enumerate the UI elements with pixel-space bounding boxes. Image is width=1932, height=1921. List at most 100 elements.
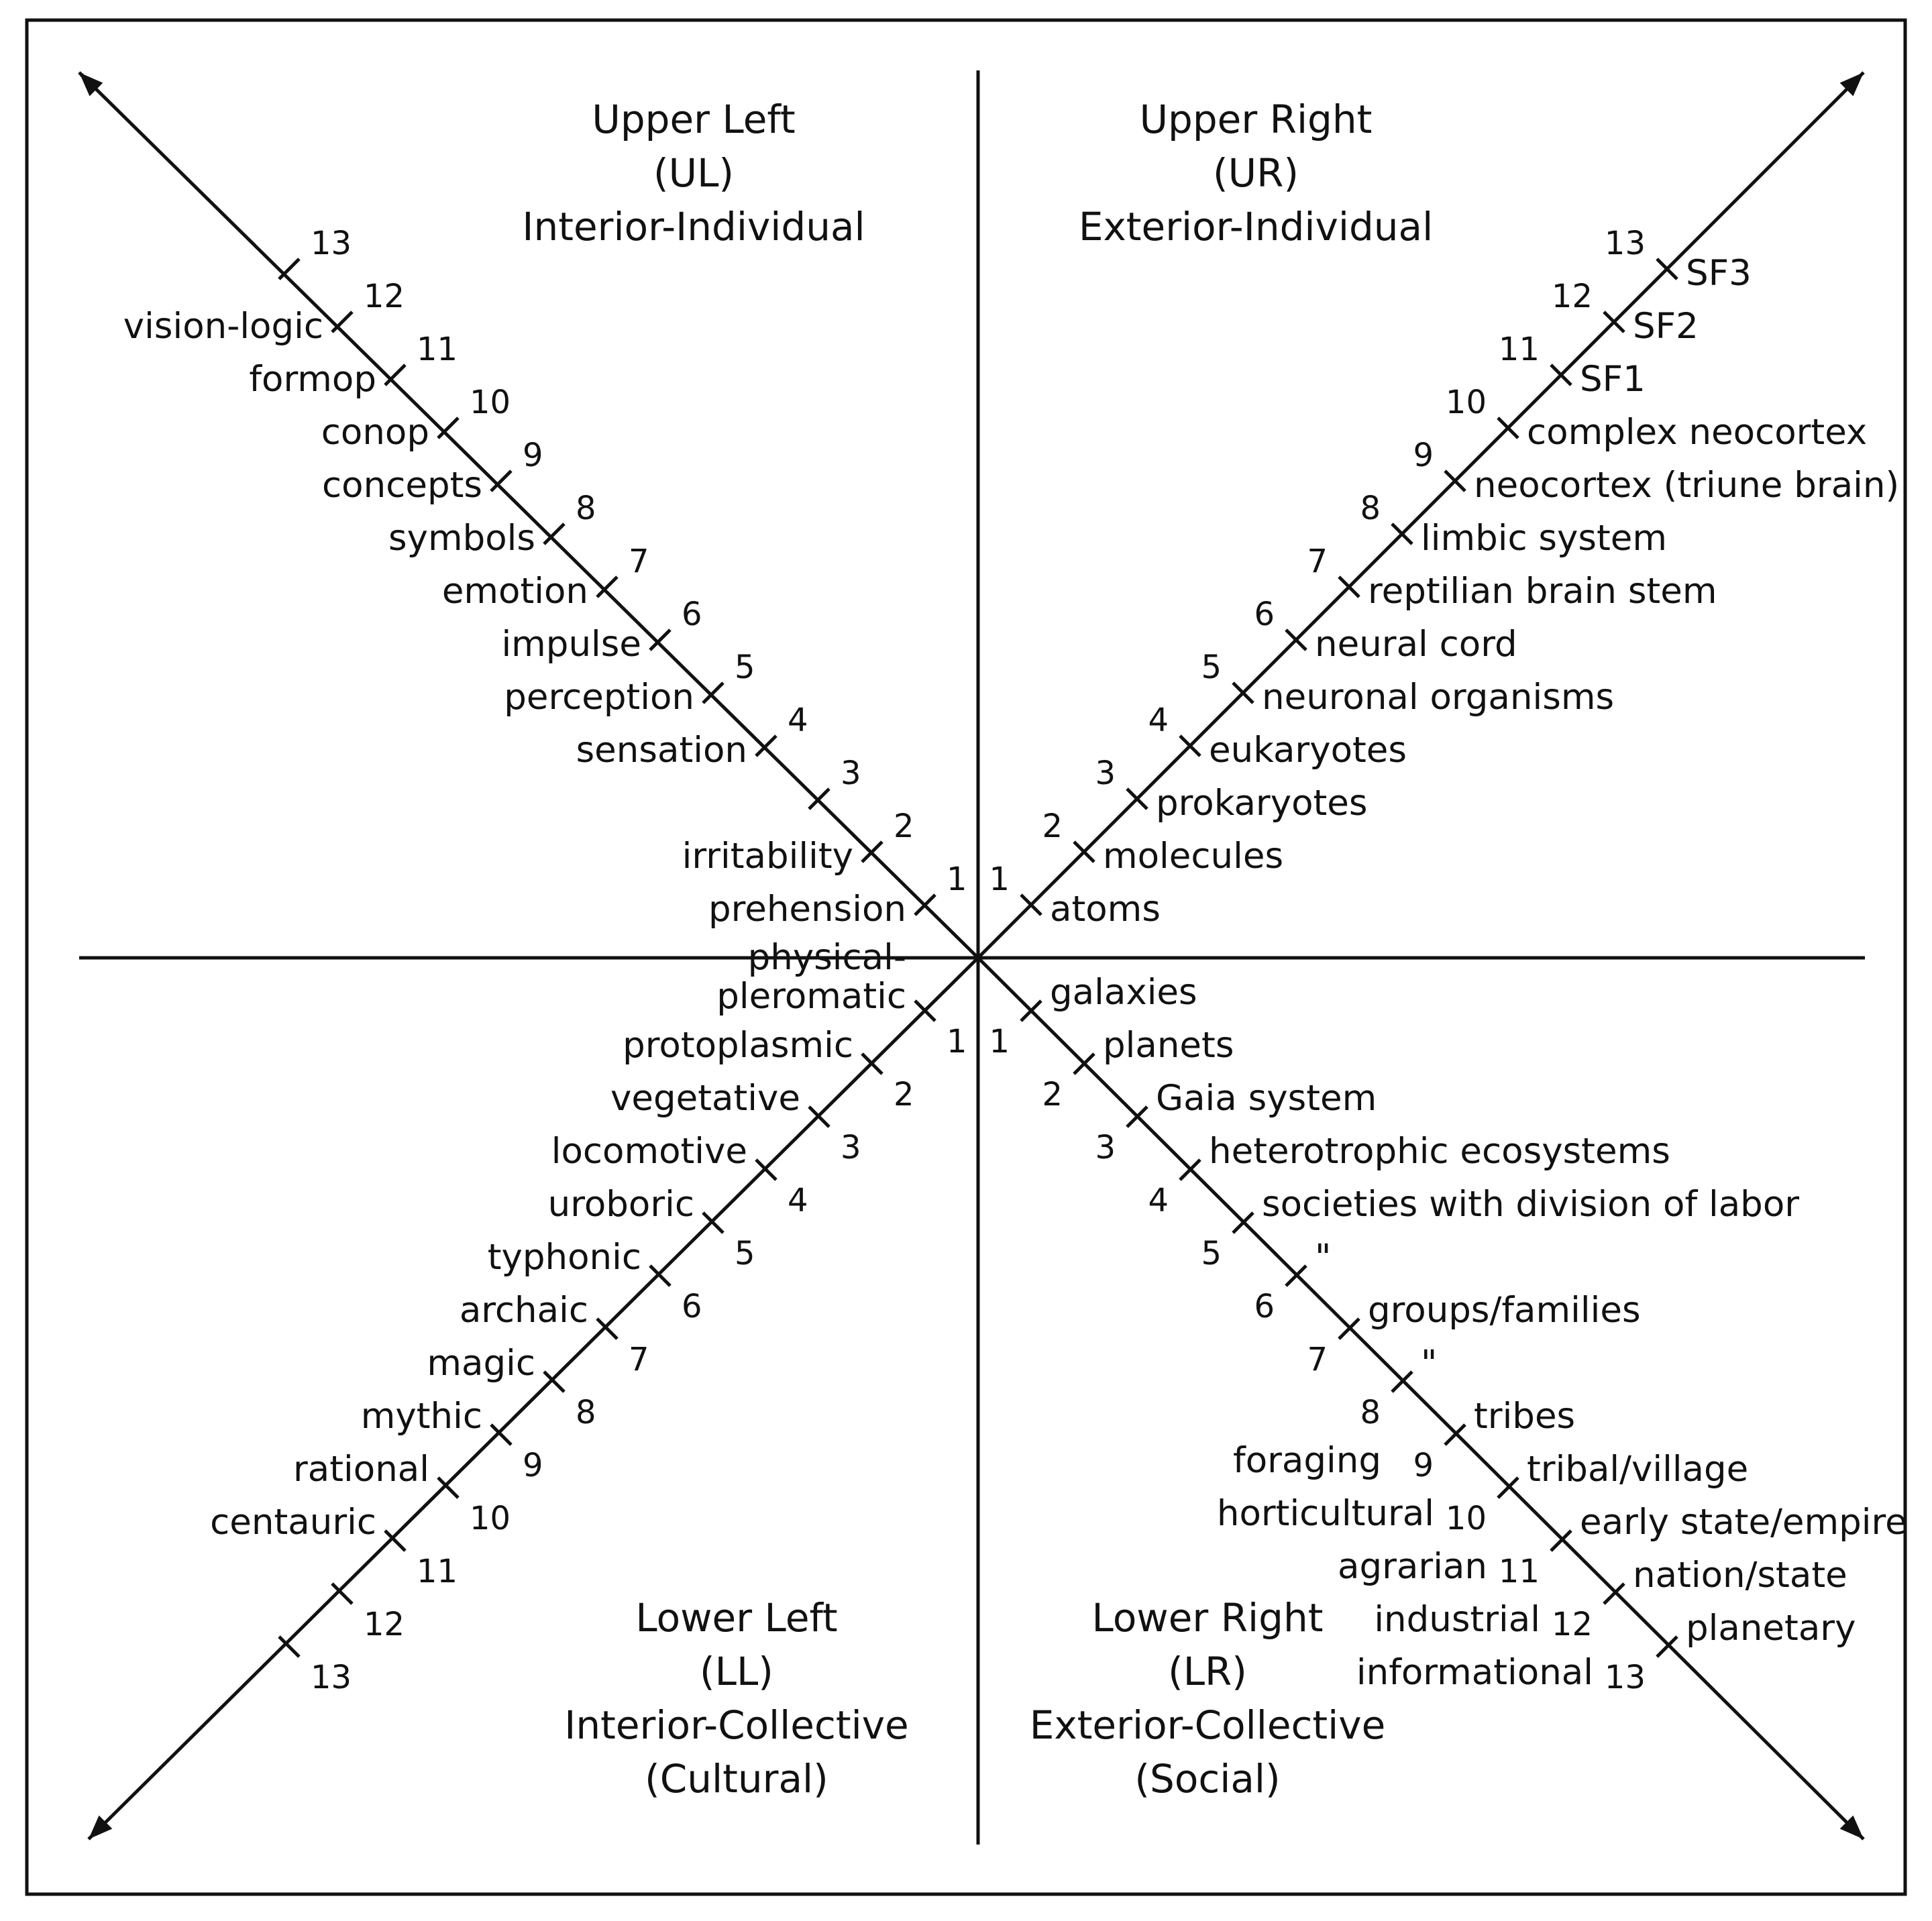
- ur-number-7: 7: [1307, 543, 1328, 580]
- lr-label-4: heterotrophic ecosystems: [1209, 1131, 1670, 1172]
- lr-tick-10: [1497, 1476, 1519, 1499]
- ul-tick-1: [914, 893, 936, 916]
- ur-number-5: 5: [1201, 649, 1222, 686]
- ur-title: Upper Right: [1140, 97, 1373, 142]
- ur-label-5: neuronal organisms: [1262, 677, 1614, 718]
- ur-label-6: neural cord: [1315, 624, 1517, 665]
- lr-tick-1: [1020, 999, 1042, 1022]
- ul-number-12: 12: [364, 278, 405, 315]
- lr-description: Exterior-Collective: [1030, 1702, 1386, 1748]
- ur-quadrant-title: Upper Right (UR) Exterior-Individual: [1079, 97, 1433, 250]
- ll-arrowhead: [89, 1815, 113, 1839]
- lr-label-7: groups/families: [1368, 1290, 1641, 1331]
- ll-tick-5: [702, 1211, 724, 1234]
- ur-label-1: atoms: [1050, 889, 1161, 930]
- lr-title: Lower Right: [1092, 1595, 1324, 1641]
- ur-tick-6: [1285, 628, 1307, 651]
- ll-number-4: 4: [788, 1182, 808, 1219]
- ul-tick-7: [596, 575, 619, 598]
- ll-number-12: 12: [364, 1606, 405, 1643]
- ul-label-12: vision-logic: [123, 306, 323, 347]
- lr-label-6: ": [1315, 1237, 1331, 1278]
- lr-number-6: 6: [1254, 1288, 1275, 1325]
- ul-number-3: 3: [841, 755, 861, 792]
- lr-tick-12: [1603, 1582, 1625, 1605]
- ur-tick-11: [1550, 364, 1572, 386]
- ll-label-2: protoplasmic: [623, 1025, 853, 1066]
- ll-tick-13: [278, 1635, 301, 1658]
- ul-tick-11: [384, 364, 407, 386]
- lr-number-3: 3: [1095, 1129, 1116, 1166]
- ul-tick-4: [755, 734, 777, 757]
- ur-tick-3: [1126, 787, 1148, 810]
- ul-number-10: 10: [470, 384, 511, 421]
- ur-tick-5: [1232, 681, 1254, 704]
- ur-arrowhead: [1839, 72, 1864, 97]
- ur-number-4: 4: [1148, 702, 1169, 739]
- lr-tick-6: [1285, 1264, 1307, 1287]
- lr-mode-10: horticultural: [1217, 1493, 1434, 1534]
- lr-number-1: 1: [989, 1023, 1010, 1060]
- ll-quadrant-title: Lower Left (LL) Interior-Collective (Cul…: [564, 1595, 908, 1802]
- lr-label-10: tribal/village: [1527, 1449, 1748, 1490]
- lr-number-13: 13: [1605, 1659, 1646, 1696]
- ll-label-11: centauric: [210, 1502, 376, 1543]
- ur-number-1: 1: [989, 861, 1010, 898]
- ur-label-12: SF2: [1633, 306, 1699, 347]
- lr-label-13: planetary: [1686, 1608, 1856, 1649]
- ul-number-11: 11: [417, 331, 458, 368]
- ul-label-1: prehension: [708, 889, 906, 930]
- ll-tick-8: [543, 1370, 566, 1393]
- ur-tick-2: [1073, 840, 1095, 863]
- lr-tick-11: [1550, 1529, 1572, 1552]
- ul-tick-5: [702, 681, 724, 704]
- ll-number-13: 13: [311, 1659, 352, 1696]
- ll-tick-3: [808, 1105, 830, 1128]
- ul-number-4: 4: [788, 702, 808, 739]
- ul-label-2: irritability: [682, 836, 853, 877]
- ll-number-10: 10: [470, 1500, 511, 1537]
- ll-label-10: rational: [293, 1449, 429, 1490]
- ll-number-11: 11: [417, 1553, 458, 1590]
- lr-tick-8: [1391, 1370, 1413, 1393]
- ur-tick-8: [1391, 523, 1413, 545]
- ul-tick-12: [331, 311, 354, 333]
- arrowheads: [79, 72, 1864, 1839]
- ll-label-4: locomotive: [551, 1131, 747, 1172]
- ur-tick-1: [1020, 893, 1042, 916]
- ul-label-5: perception: [504, 677, 694, 718]
- ll-tick-12: [331, 1582, 354, 1605]
- ll-label-5: uroboric: [548, 1184, 694, 1225]
- lr-tick-7: [1338, 1317, 1360, 1340]
- ul-title: Upper Left: [592, 97, 795, 142]
- ul-number-1: 1: [947, 861, 967, 898]
- ur-label-4: eukaryotes: [1209, 730, 1407, 771]
- ll-number-7: 7: [629, 1341, 649, 1378]
- lr-arrowhead: [1839, 1815, 1864, 1839]
- lr-tick-13: [1656, 1635, 1678, 1658]
- ll-tick-4: [755, 1158, 777, 1181]
- ul-label-9: concepts: [322, 465, 482, 506]
- ul-tick-13: [278, 258, 301, 280]
- ur-tick-12: [1603, 311, 1625, 333]
- ll-description: Interior-Collective: [564, 1702, 908, 1748]
- lr-mode-12: industrial: [1374, 1599, 1540, 1640]
- ul-tick-6: [649, 628, 672, 651]
- lr-number-10: 10: [1446, 1500, 1487, 1537]
- ll-diagonal-arrow: [87, 956, 979, 1841]
- lr-number-8: 8: [1360, 1394, 1381, 1431]
- ll-tick-1: [914, 999, 936, 1022]
- lr-tick-5: [1232, 1211, 1254, 1234]
- ur-description: Exterior-Individual: [1079, 204, 1433, 250]
- ul-label-7: emotion: [442, 571, 588, 612]
- lr-abbr: (LR): [1168, 1649, 1247, 1694]
- lr-label-11: early state/empire: [1580, 1502, 1907, 1543]
- lr-label-5: societies with division of labor: [1262, 1184, 1799, 1225]
- lr-mode-11: agrarian: [1338, 1546, 1487, 1587]
- lr-tick-9: [1444, 1423, 1466, 1446]
- ur-label-13: SF3: [1686, 253, 1752, 294]
- ul-number-7: 7: [629, 543, 649, 580]
- ul-quadrant-title: Upper Left (UL) Interior-Individual: [522, 97, 865, 250]
- ur-number-13: 13: [1605, 225, 1646, 262]
- ur-number-2: 2: [1042, 808, 1063, 845]
